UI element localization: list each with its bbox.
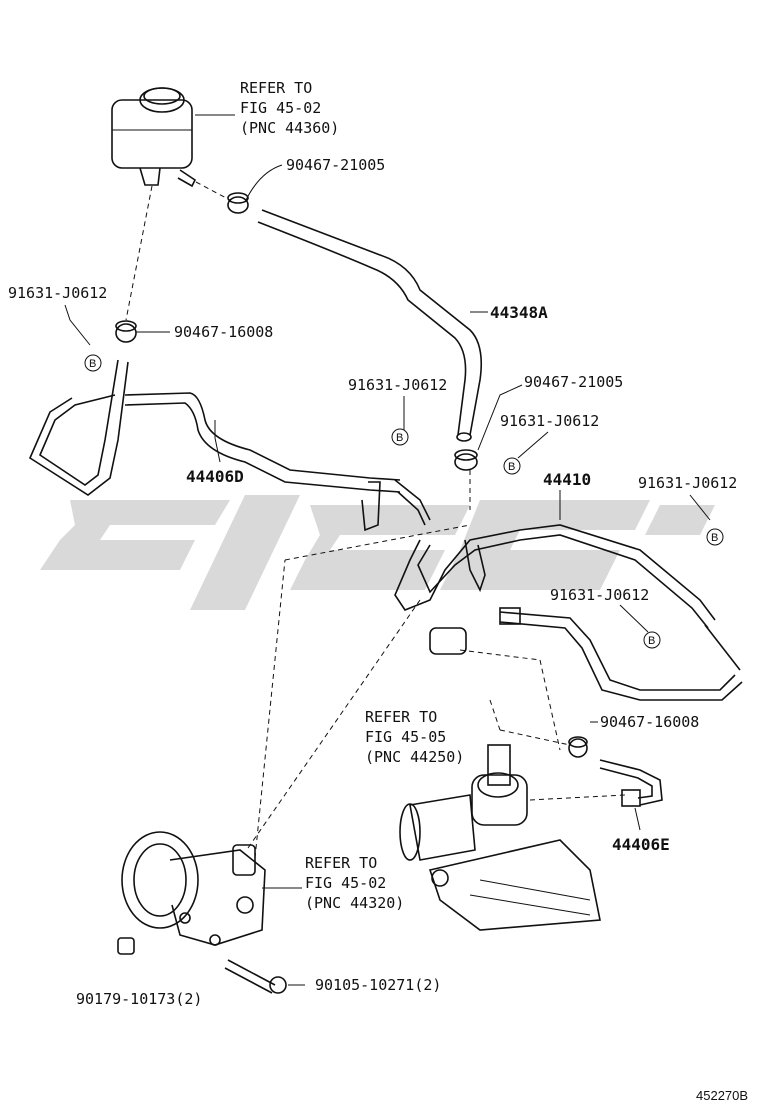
svg-text:REFER TO: REFER TO: [305, 854, 377, 872]
svg-text:B: B: [648, 635, 655, 647]
svg-text:(PNC 44320): (PNC 44320): [305, 894, 404, 912]
hose-44406e: [599, 759, 663, 807]
clamp-90467-16008-left: [115, 320, 137, 343]
svg-text:FIG 45-02: FIG 45-02: [305, 874, 386, 892]
reservoir: [111, 87, 235, 188]
svg-text:B: B: [396, 432, 403, 444]
label-nut: 90179-10173(2): [76, 990, 202, 1008]
steering-gear: [399, 744, 601, 931]
tube-44410: [394, 524, 743, 701]
hose-44348a: [257, 209, 483, 442]
label-tube-44406d: 44406D: [186, 467, 244, 486]
svg-text:B: B: [711, 532, 718, 544]
svg-text:(PNC 44250): (PNC 44250): [365, 748, 464, 766]
label-clamp-right: 90467-16008: [600, 713, 699, 731]
label-bolt: 90105-10271(2): [315, 976, 441, 994]
label-clamp-top: 90467-21005: [286, 156, 385, 174]
b-marker: B: [503, 457, 521, 475]
label-grommet-mid2: 91631-J0612: [500, 412, 599, 430]
svg-text:FIG 45-02: FIG 45-02: [240, 99, 321, 117]
svg-text:FIG 45-05: FIG 45-05: [365, 728, 446, 746]
reference-44360: REFER TO FIG 45-02 (PNC 44360): [240, 79, 339, 137]
b-marker: B: [84, 354, 102, 372]
label-grommet-right2: 91631-J0612: [550, 586, 649, 604]
figure-code: 452270B: [696, 1088, 748, 1103]
svg-text:B: B: [508, 461, 515, 473]
label-tube-44410: 44410: [543, 470, 591, 489]
watermark-logo: [40, 495, 715, 610]
clamp-90467-21005-mid: [454, 449, 478, 471]
reference-44320: REFER TO FIG 45-02 (PNC 44320): [262, 854, 404, 912]
reference-44250: REFER TO FIG 45-05 (PNC 44250): [365, 708, 464, 766]
svg-text:REFER TO: REFER TO: [365, 708, 437, 726]
b-marker: B: [706, 528, 724, 546]
b-marker: B: [391, 428, 409, 446]
label-grommet-left: 91631-J0612: [8, 284, 107, 302]
label-leaders: [64, 164, 711, 986]
dashed-leaders: [125, 181, 626, 859]
label-hose-44406e: 44406E: [612, 835, 670, 854]
svg-text:(PNC 44360): (PNC 44360): [240, 119, 339, 137]
clamp-90467-16008-right: [568, 736, 588, 758]
tube-44406d: [28, 359, 431, 532]
svg-text:REFER TO: REFER TO: [240, 79, 312, 97]
b-marker: B: [643, 631, 661, 649]
label-clamp-mid: 90467-21005: [524, 373, 623, 391]
svg-text:B: B: [89, 358, 96, 370]
label-hose-44348a: 44348A: [490, 303, 548, 322]
power-steering-pump: [117, 831, 287, 994]
label-grommet-mid: 91631-J0612: [348, 376, 447, 394]
clamp-90467-21005-top: [227, 192, 249, 214]
label-grommet-right: 91631-J0612: [638, 474, 737, 492]
label-clamp-left: 90467-16008: [174, 323, 273, 341]
